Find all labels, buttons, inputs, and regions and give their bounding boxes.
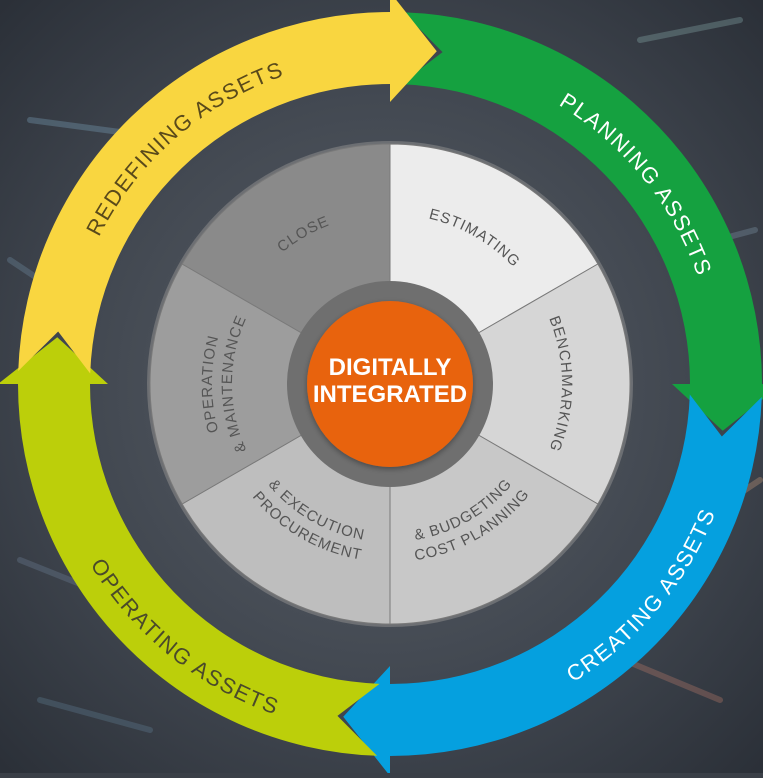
center-hub <box>307 301 473 467</box>
inner-wheel-segments <box>149 143 631 625</box>
center-label-line1: DIGITALLY <box>329 354 452 381</box>
light-streak <box>37 697 153 733</box>
cycle-arrow-3 <box>0 337 380 756</box>
center-label-line2: INTEGRATED <box>313 381 467 408</box>
cycle-arrow-4 <box>18 0 437 374</box>
cycle-arrow-2 <box>343 394 762 776</box>
cycle-arrow-1 <box>400 12 763 431</box>
wheel-label-5-line1: OPERATION <box>199 333 222 434</box>
light-streak <box>637 17 743 43</box>
